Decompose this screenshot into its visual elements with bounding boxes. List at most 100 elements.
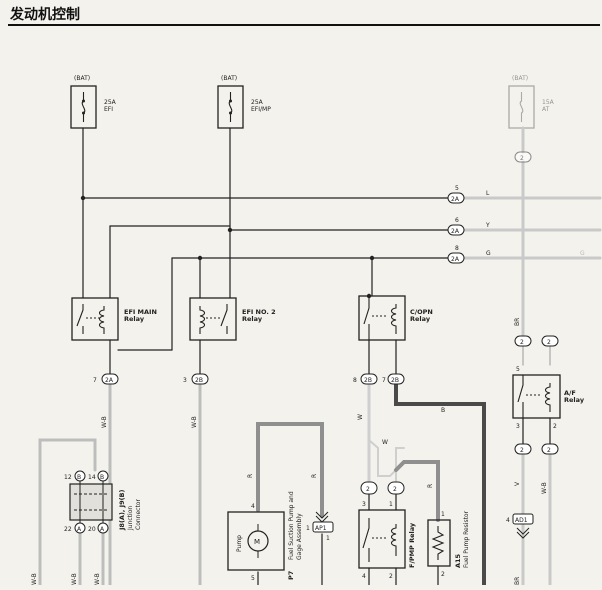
wire-label-WB2: W-B bbox=[191, 416, 198, 428]
junction-id: J8(A), J9(B) bbox=[118, 489, 126, 531]
relay-copn-label: C/OPN bbox=[410, 308, 433, 316]
badge-2-f2-text: 2 bbox=[393, 486, 397, 493]
relay-efi-main: EFI MAIN Relay bbox=[71, 297, 157, 341]
badge-j-a22: A 22 bbox=[64, 522, 86, 534]
badge-2b-7-text: 2B bbox=[391, 377, 399, 384]
pin-numbers: 4 5 1 3 1 4 2 1 2 5 3 2 bbox=[251, 366, 557, 582]
relay-efi-main-sub: Relay bbox=[124, 315, 145, 323]
badge-2a-6-text: 2A bbox=[451, 228, 460, 235]
badge-2b-7: 2B 7 bbox=[382, 373, 405, 385]
connector-badges: 2A 5 2A 6 2A 8 2A 7 2B 3 2B 8 bbox=[64, 151, 559, 534]
relay-efi-no2-label: EFI NO. 2 bbox=[242, 308, 276, 316]
fuse-at-amp: 15A bbox=[542, 99, 555, 106]
wire-label-WB6: W-B bbox=[541, 482, 548, 494]
wire-color-labels: L Y G G W W B R R R W-B W-B W-B W-B W-B … bbox=[31, 190, 585, 585]
resistor-id: A15 bbox=[454, 553, 462, 568]
wire-junction-dots bbox=[80, 195, 375, 299]
resistor-name: Fuel Pump Resistor bbox=[463, 510, 470, 568]
badge-2-a4-text: 2 bbox=[547, 447, 551, 454]
badge-2b-3-text: 2B bbox=[195, 377, 203, 384]
badge-2-a3: 2 bbox=[514, 443, 532, 455]
badge-2a-5: 2A 5 bbox=[447, 185, 465, 204]
wire-label-WB3: W-B bbox=[31, 573, 38, 585]
badge-2-a4: 2 bbox=[541, 443, 559, 455]
fuse-efi-name: EFI bbox=[104, 106, 113, 113]
badge-2-a2-text: 2 bbox=[547, 339, 551, 346]
pin-res-2: 2 bbox=[441, 571, 445, 578]
badge-2-f1: 2 bbox=[360, 481, 378, 495]
wires bbox=[38, 126, 602, 587]
badge-j-b14: B 14 bbox=[88, 470, 109, 482]
pin-ad1: 4 bbox=[506, 517, 510, 524]
pin-8: 8 bbox=[455, 245, 459, 252]
wire-label-V: V bbox=[514, 481, 521, 486]
pump-assy-name: Fuel Suction Pump and bbox=[288, 491, 295, 560]
pin-ap1: 1 bbox=[306, 525, 310, 532]
fuse-efi-mp-name: EFI/MP bbox=[251, 106, 271, 113]
fuel-pump: M Pump P7 Fuel Suction Pump and Gage Ass… bbox=[227, 491, 303, 580]
relay-af-sub: Relay bbox=[564, 396, 585, 404]
wire-label-W2: W bbox=[382, 439, 388, 446]
pin-20: 20 bbox=[88, 526, 96, 533]
pin-5: 5 bbox=[455, 185, 459, 192]
fuse-efi-mp-amp: 25A bbox=[251, 99, 264, 106]
fuel-pump-resistor: A15 Fuel Pump Resistor bbox=[427, 510, 470, 568]
pin-7b: 7 bbox=[382, 377, 386, 384]
badge-2a-7-text: 2A bbox=[105, 377, 114, 384]
badge-2-f1-text: 2 bbox=[366, 486, 370, 493]
fuse-at-name: AT bbox=[542, 106, 550, 113]
badge-2-a3-text: 2 bbox=[520, 447, 524, 454]
junction-name-2: Connector bbox=[135, 499, 142, 530]
badge-j-a22-text: A bbox=[77, 526, 82, 533]
pin-fpmp-1: 1 bbox=[389, 501, 393, 508]
pin-af-5: 5 bbox=[516, 366, 520, 373]
pin-3: 3 bbox=[183, 377, 187, 384]
page-title: 发动机控制 bbox=[9, 6, 80, 23]
badge-j-b14-text: B bbox=[100, 474, 104, 481]
connector-ap1: AP1 1 bbox=[306, 511, 334, 533]
junction-name: Junction bbox=[127, 506, 134, 531]
pin-6: 6 bbox=[455, 217, 459, 224]
pin-fpmp-3: 3 bbox=[362, 501, 366, 508]
fuse-efi-mp: (BAT) 25A EFI/MP bbox=[217, 75, 271, 129]
connector-ad1-label: AD1 bbox=[515, 517, 528, 524]
relay-fpmp-label: F/PMP Relay bbox=[408, 522, 416, 568]
wire-label-WB1: W-B bbox=[101, 416, 108, 428]
wire-label-R2: R bbox=[311, 474, 318, 478]
wire-label-W1: W bbox=[357, 414, 364, 420]
fuse-efi: (BAT) 25A EFI bbox=[70, 75, 117, 129]
wire-label-WB5: W-B bbox=[94, 573, 101, 585]
badge-2a-7: 2A 7 bbox=[93, 373, 119, 385]
wire-label-R1: R bbox=[247, 474, 254, 478]
badge-2b-3: 2B 3 bbox=[183, 373, 209, 385]
pin-ap1-1: 1 bbox=[326, 535, 330, 542]
pin-pump-4: 4 bbox=[251, 503, 255, 510]
relay-efi-no2: EFI NO. 2 Relay bbox=[189, 297, 276, 341]
badge-2-a1-text: 2 bbox=[520, 339, 524, 346]
pin-fpmp-2: 2 bbox=[389, 573, 393, 580]
relay-efi-main-label: EFI MAIN bbox=[124, 308, 157, 316]
pin-af-3: 3 bbox=[516, 423, 520, 430]
junction-connector: J8(A), J9(B) Junction Connector bbox=[69, 476, 142, 531]
relay-af-label: A/F bbox=[564, 389, 576, 397]
badge-2b-8: 2B 8 bbox=[353, 373, 378, 385]
relay-copn-sub: Relay bbox=[410, 315, 431, 323]
badge-j-a20-text: A bbox=[100, 526, 105, 533]
fuse-efi-mp-source: (BAT) bbox=[221, 75, 237, 82]
badge-j-b12: B 12 bbox=[64, 470, 86, 482]
pin-7: 7 bbox=[93, 377, 97, 384]
badge-2-top-text: 2 bbox=[520, 155, 524, 162]
wire-label-B: B bbox=[441, 407, 445, 414]
badge-2-top: 2 bbox=[514, 151, 532, 163]
badge-2-f2: 2 bbox=[387, 481, 405, 495]
pump-assy-id: P7 bbox=[287, 571, 295, 580]
wire-label-BR1: BR bbox=[514, 318, 521, 326]
wire-label-G: G bbox=[486, 250, 491, 257]
relay-af: A/F Relay bbox=[512, 374, 585, 419]
fuse-at-source: (BAT) bbox=[512, 75, 528, 82]
badge-2a-8: 2A 8 bbox=[447, 245, 465, 264]
pin-fpmp-4: 4 bbox=[362, 573, 366, 580]
pin-af-2: 2 bbox=[553, 423, 557, 430]
badge-j-b12-text: B bbox=[77, 474, 81, 481]
